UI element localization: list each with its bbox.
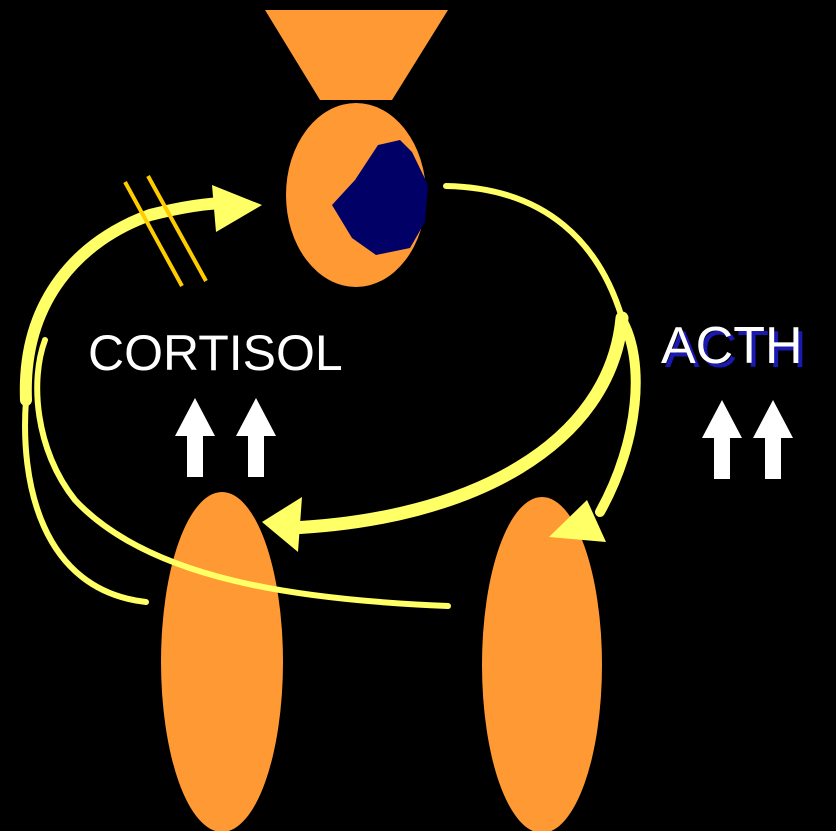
cortisol-label: CORTISOL [88, 325, 343, 381]
pituitary-stalk [265, 10, 448, 100]
adrenal-gland-left [161, 492, 283, 831]
block-mark-2 [148, 176, 206, 281]
up-arrow-icon [753, 400, 793, 479]
adrenal-gland-right [482, 497, 602, 831]
up-arrow-icon [175, 398, 215, 477]
acth-label: ACTH [661, 317, 803, 375]
acth-pathway-arrow [446, 186, 622, 318]
up-arrow-icon [702, 400, 742, 479]
up-arrow-icon [236, 398, 276, 477]
block-mark-1 [125, 182, 182, 286]
acth-arrowhead-left-adrenal [262, 497, 302, 552]
cortisol-feedback-arrowhead [212, 185, 262, 232]
